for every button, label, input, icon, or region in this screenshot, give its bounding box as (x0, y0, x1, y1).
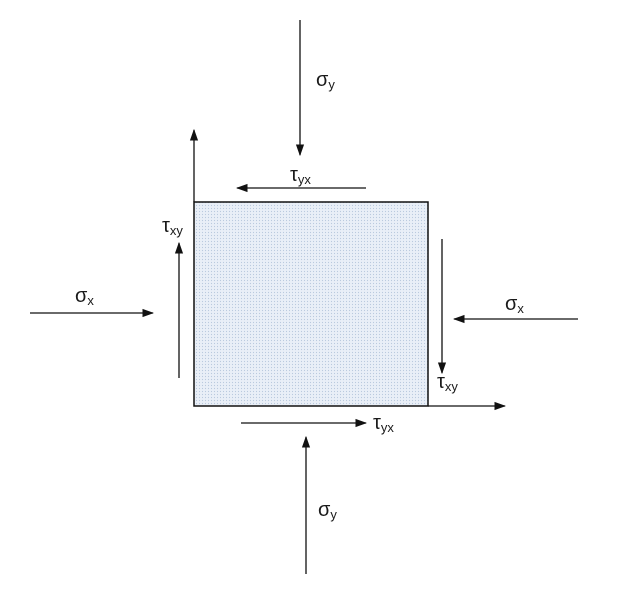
sigma-x-left-label: σx (75, 285, 94, 308)
tau-yx-top-label: τyx (290, 164, 311, 187)
sigma-y-top-label: σy (316, 69, 335, 92)
sigma-y-bottom-label: σy (318, 499, 337, 522)
tau-xy-left-label: τxy (162, 215, 183, 238)
sigma-x-right-label: σx (505, 293, 524, 316)
stress-element (193, 201, 429, 407)
tau-yx-bottom-label: τyx (373, 412, 394, 435)
tau-xy-right-label: τxy (437, 371, 458, 394)
